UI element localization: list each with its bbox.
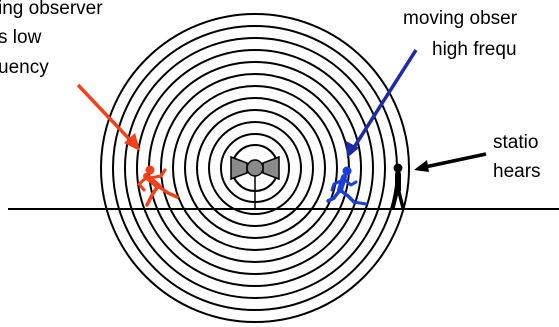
black-arrow (414, 152, 487, 172)
running-observer-left-icon (137, 165, 179, 207)
wavefront-ring (100, 13, 410, 323)
wavefront-ring (184, 97, 326, 239)
stationary-label-line1: statio (493, 132, 538, 153)
blue-arrow (346, 49, 418, 158)
right-label-line2: high frequ (432, 39, 517, 60)
right-label-line1: moving obser (403, 8, 518, 29)
wavefront-ring (136, 49, 374, 287)
left-label-line2: s low (0, 27, 42, 48)
stationary-label-line2: hears (493, 161, 541, 182)
red-arrow (76, 83, 140, 151)
wavefront-ring (208, 121, 302, 215)
left-label-line3: uency (0, 57, 49, 78)
stationary-observer-icon (391, 163, 405, 210)
wavefront-ring (172, 85, 338, 251)
running-observer-right-icon (326, 166, 368, 206)
wavefront-ring (124, 37, 386, 299)
speaker-icon (230, 155, 280, 209)
wavefront-ring (196, 109, 314, 227)
wavefront-rings (100, 13, 410, 323)
left-label-line1: ing observer (0, 0, 103, 19)
